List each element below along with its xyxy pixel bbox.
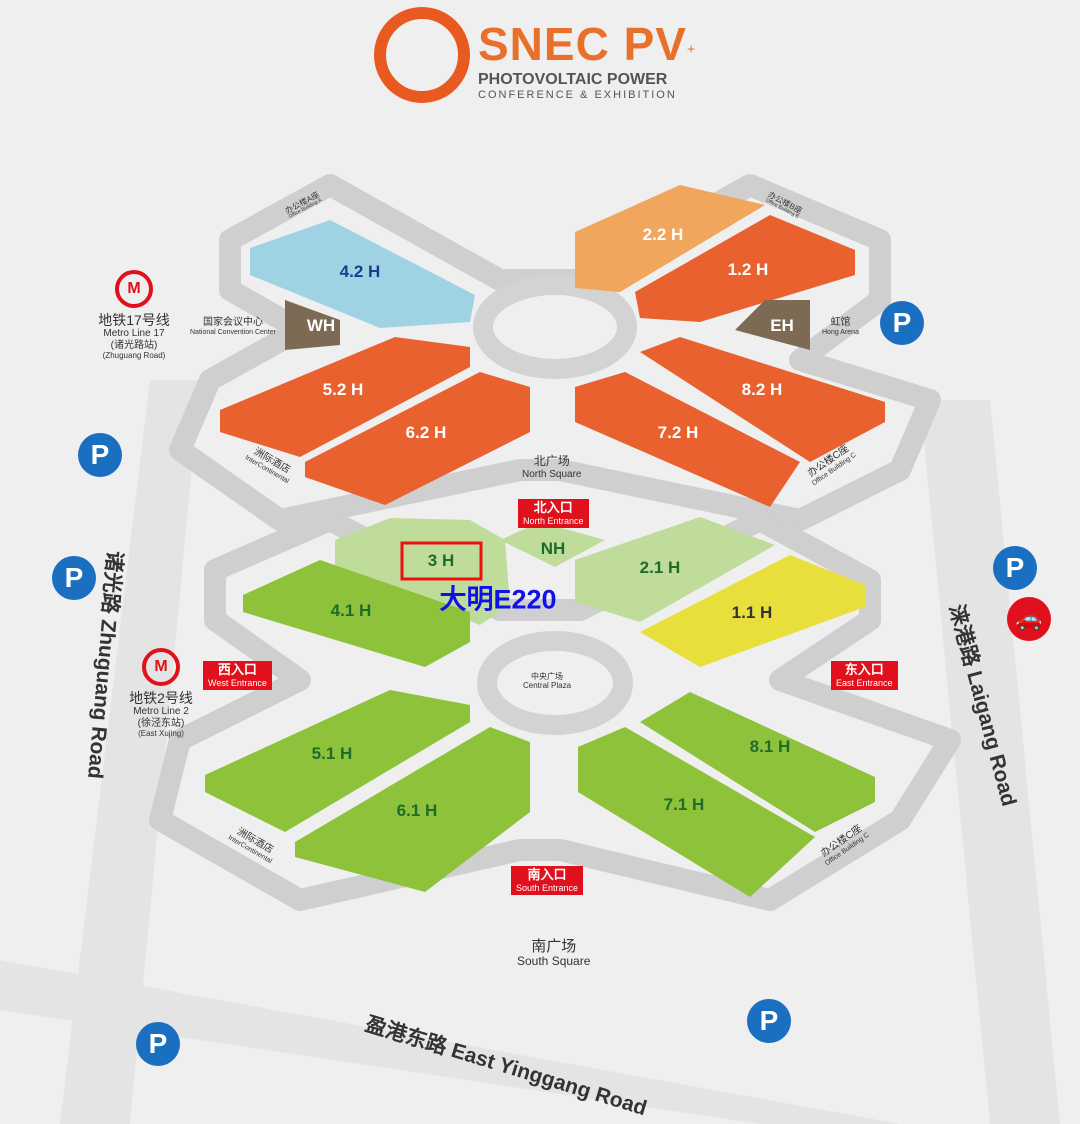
south-sq-cn: 南广场 [531, 938, 577, 955]
parking-icon: P [78, 433, 122, 477]
booth-highlight-box [400, 541, 483, 581]
north-entrance-en: North Entrance [523, 515, 584, 526]
halls [205, 185, 885, 897]
hall-6-1[interactable] [295, 727, 530, 892]
hall-label-6-2: 6.2 H [405, 423, 447, 442]
metro-17-station-en: (Zhuguang Road) [102, 351, 166, 361]
logo-emblem [374, 7, 470, 103]
hall-label-5-1: 5.1 H [311, 744, 353, 763]
metro-line-2: M 地铁2号线 Metro Line 2 (徐泾东站) (East Xujing… [115, 648, 207, 738]
hall-2-2[interactable] [575, 185, 765, 292]
hall-label-6-1: 6.1 H [396, 801, 438, 820]
hall-8-1[interactable] [640, 692, 875, 832]
logo-line2: CONFERENCE & EXHIBITION [478, 89, 677, 102]
logo-plus: + [686, 40, 696, 57]
parking-icon: P [747, 999, 791, 1043]
west-entrance-en: West Entrance [208, 677, 267, 688]
hall-label-8-1: 8.1 H [749, 737, 791, 756]
west-entrance-cn: 西入口 [217, 662, 257, 677]
booth-highlight-label: 大明E220 [439, 584, 557, 615]
hall-6-2[interactable] [305, 372, 530, 505]
north-sq-cn: 北广场 [533, 454, 570, 468]
hall-label-1-2: 1.2 H [727, 260, 769, 279]
hong-en: Hong Arena [822, 328, 859, 336]
metro-2-cn: 地铁2号线 [129, 690, 193, 706]
hall-label-3: 3 H [427, 551, 455, 570]
metro-2-en: Metro Line 2 [133, 706, 189, 718]
metro-17-cn: 地铁17号线 [98, 312, 170, 328]
central-cn: 中央广场 [531, 672, 564, 681]
hall-5-2[interactable] [220, 337, 470, 457]
car-icon: 🚗 [1007, 597, 1051, 641]
hong-cn: 虹馆 [830, 317, 851, 328]
metro-17-en: Metro Line 17 [103, 328, 165, 340]
hall-label-eh: EH [770, 316, 794, 335]
metro-2-station-cn: (徐泾东站) [137, 717, 185, 729]
hall-nh[interactable] [500, 522, 605, 567]
hall-label-nh: NH [540, 539, 566, 558]
hall-3[interactable] [335, 518, 510, 625]
road-laigang [920, 400, 1060, 1124]
east-entrance-cn: 东入口 [844, 662, 884, 677]
ncc-cn: 国家会议中心 [203, 317, 263, 328]
central-en: Central Plaza [523, 681, 572, 691]
hall-eh[interactable] [735, 300, 810, 350]
road-zhuguang [60, 380, 200, 1124]
hall-1-2[interactable] [635, 215, 855, 322]
hall-label-wh: WH [306, 316, 336, 335]
central-ring [477, 631, 633, 735]
hall-4-2[interactable] [250, 220, 475, 328]
hall-4-1[interactable] [243, 560, 470, 667]
metro-2-station-en: (East Xujing) [138, 729, 184, 739]
hall-7-1[interactable] [578, 727, 815, 897]
north-entrance-cn: 北入口 [533, 500, 573, 515]
parking-icon: P [993, 546, 1037, 590]
hall-label-2-2: 2.2 H [642, 225, 684, 244]
hall-label-8-2: 8.2 H [741, 380, 783, 399]
metro-icon: M [115, 270, 153, 308]
hall-label-4-2: 4.2 H [339, 262, 381, 281]
east-entrance-en: East Entrance [836, 677, 893, 688]
hall-1-1[interactable] [640, 555, 865, 667]
metro-line-17: M 地铁17号线 Metro Line 17 (诸光路站) (Zhuguang … [88, 270, 180, 360]
hall-label-2-1: 2.1 H [639, 558, 681, 577]
ncc-en: National Convention Center [190, 328, 276, 336]
road-yinggang [0, 960, 900, 1124]
hall-5-1[interactable] [205, 690, 470, 832]
south-entrance-cn: 南入口 [527, 867, 567, 882]
parking-icon: P [880, 301, 924, 345]
metro-icon: M [142, 648, 180, 686]
north-ring [473, 275, 637, 379]
hall-label-5-2: 5.2 H [322, 380, 364, 399]
south-entrance-en: South Entrance [516, 882, 579, 893]
logo: SNEC PV+ PHOTOVOLTAIC POWER CONFERENCE &… [478, 18, 695, 102]
hall-7-2[interactable] [575, 372, 800, 507]
hall-wh[interactable] [285, 300, 340, 350]
hall-2-1[interactable] [575, 517, 775, 622]
north-sq-en: North Square [522, 468, 582, 480]
hall-label-4-1: 4.1 H [330, 601, 372, 620]
south-sq-en: South Square [517, 954, 591, 969]
logo-line1: PHOTOVOLTAIC POWER [478, 70, 668, 88]
hall-8-2[interactable] [640, 337, 885, 462]
hall-label-7-2: 7.2 H [657, 423, 699, 442]
logo-brand: SNEC PV [478, 18, 687, 70]
metro-17-station-cn: (诸光路站) [110, 339, 158, 351]
parking-icon: P [136, 1022, 180, 1066]
parking-icon: P [52, 556, 96, 600]
hall-label-7-1: 7.1 H [663, 795, 705, 814]
hall-label-1-1: 1.1 H [731, 603, 773, 622]
